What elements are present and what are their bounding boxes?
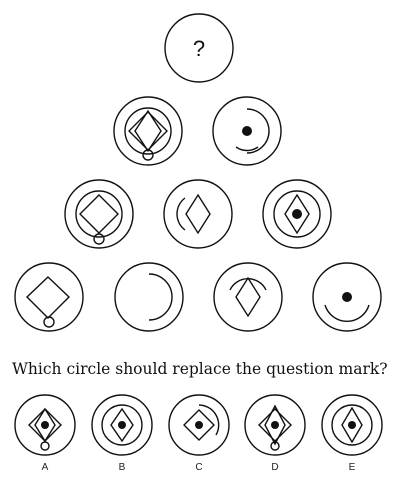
- option-b-figure[interactable]: [91, 394, 153, 456]
- square-icon: [25, 276, 71, 319]
- dot-icon: [342, 292, 352, 302]
- diamond-icon: [235, 276, 261, 318]
- diamond-icon: [110, 407, 134, 443]
- tile-r2-1: [113, 96, 183, 166]
- tile-r4-3: [213, 262, 283, 332]
- arc-icon: [148, 273, 173, 321]
- square-icon: [258, 408, 292, 442]
- dot-icon: [118, 421, 126, 429]
- tile-r3-2: [163, 179, 233, 249]
- square-icon: [79, 194, 119, 234]
- dot-icon: [292, 209, 302, 219]
- option-b-label[interactable]: B: [118, 462, 126, 473]
- diamond-icon: [341, 406, 363, 444]
- tile-r3-3: [262, 179, 332, 249]
- arc-icon: [324, 304, 370, 322]
- arc-icon: [176, 197, 186, 231]
- small-circle-icon: [93, 233, 105, 245]
- arc-icon: [246, 108, 270, 154]
- option-d-figure[interactable]: [244, 394, 306, 456]
- diamond-icon: [264, 404, 286, 446]
- tile-r4-4: [312, 262, 382, 332]
- dot-icon: [195, 421, 203, 429]
- dot-icon: [348, 421, 356, 429]
- small-circle-icon: [43, 316, 55, 328]
- option-a-figure[interactable]: [14, 394, 76, 456]
- tile-r2-2: [212, 96, 282, 166]
- question-text: Which circle should replace the question…: [12, 360, 388, 378]
- small-circle-icon: [270, 441, 280, 451]
- dot-icon: [242, 126, 252, 136]
- dot-icon: [41, 421, 49, 429]
- diamond-icon: [284, 193, 310, 235]
- tile-r4-2: [114, 262, 184, 332]
- question-mark: ?: [193, 36, 205, 61]
- small-circle-icon: [40, 441, 50, 451]
- option-a-label[interactable]: A: [41, 462, 49, 473]
- option-e-figure[interactable]: [321, 394, 383, 456]
- diamond-icon: [185, 193, 211, 235]
- tile-r3-1: [64, 179, 134, 249]
- dot-icon: [271, 421, 279, 429]
- square-icon: [183, 409, 215, 441]
- arc-icon: [198, 404, 220, 436]
- option-c-label[interactable]: C: [195, 462, 203, 473]
- arc-icon: [235, 146, 259, 152]
- option-e-label[interactable]: E: [348, 462, 356, 473]
- diamond-icon: [134, 109, 162, 153]
- option-c-figure[interactable]: [168, 394, 230, 456]
- question-tile: ?: [164, 13, 234, 83]
- option-d-label[interactable]: D: [271, 462, 279, 473]
- square-icon: [28, 408, 62, 442]
- tile-r4-1: [14, 262, 84, 332]
- small-circle-icon: [142, 149, 154, 161]
- arc-icon: [229, 278, 267, 291]
